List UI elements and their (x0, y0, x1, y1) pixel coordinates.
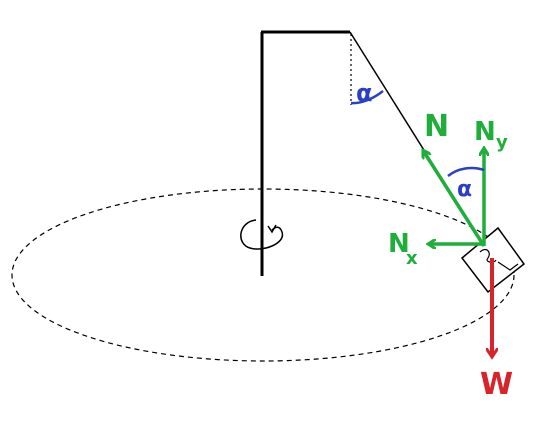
normal-x-letter: N (388, 229, 410, 259)
alpha-label-force: α (457, 177, 472, 202)
normal-x-subscript: x (406, 248, 418, 269)
angle-arc-top (350, 90, 384, 105)
alpha-label-top: α (356, 79, 373, 107)
weight-label: W (480, 367, 513, 402)
normal-y-label: N y (474, 117, 508, 153)
angle-arc-force (447, 166, 485, 178)
normal-force-arrow (424, 152, 486, 247)
normal-label: N (424, 109, 449, 144)
normal-y-letter: N (474, 117, 496, 147)
normal-y-subscript: y (496, 132, 508, 153)
normal-x-label: N x (388, 229, 418, 269)
rotation-arrow-icon (240, 219, 284, 250)
